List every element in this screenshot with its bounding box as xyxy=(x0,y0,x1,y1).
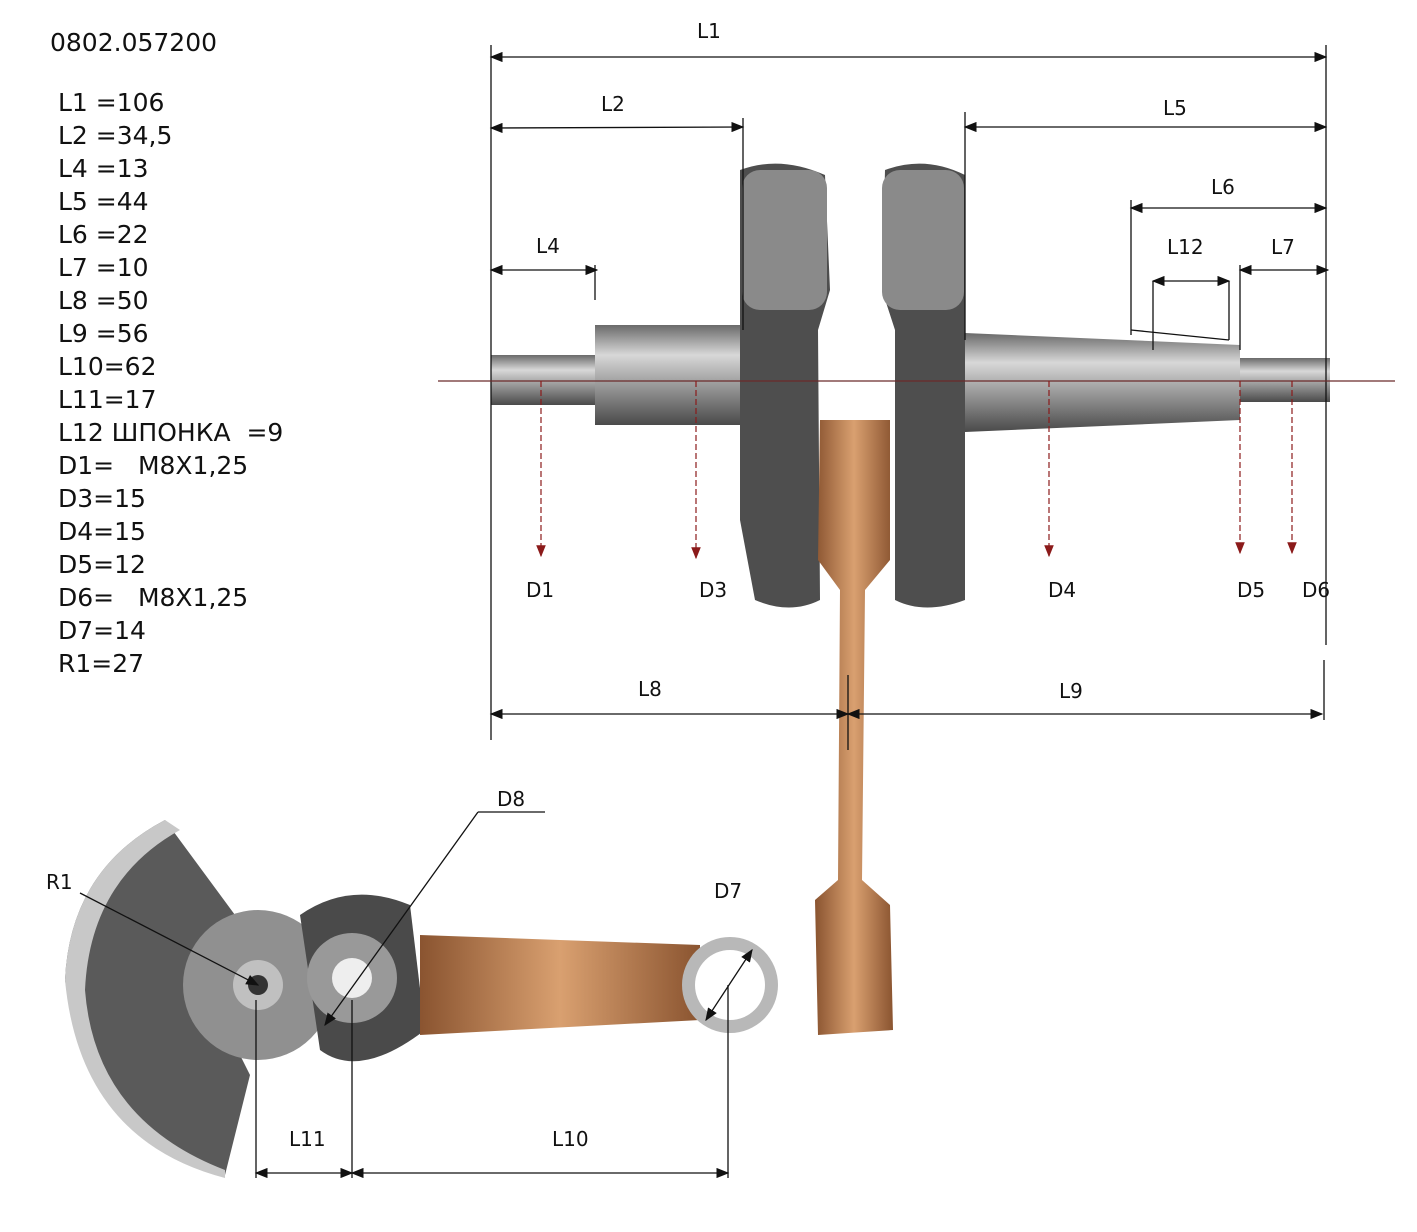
label-D6: D6 xyxy=(1302,578,1330,602)
label-D5: D5 xyxy=(1237,578,1265,602)
spec-item: L2 =34,5 xyxy=(58,121,173,150)
spec-item: L1 =106 xyxy=(58,88,165,117)
spec-item: L11=17 xyxy=(58,385,157,414)
spec-item: L6 =22 xyxy=(58,220,149,249)
label-D4: D4 xyxy=(1048,578,1076,602)
spec-item: L7 =10 xyxy=(58,253,149,282)
spec-item: L8 =50 xyxy=(58,286,149,315)
label-L12: L12 xyxy=(1167,235,1204,259)
spec-item: L9 =56 xyxy=(58,319,149,348)
left-thread xyxy=(491,355,597,405)
spec-item: D4=15 xyxy=(58,517,146,546)
label-L1: L1 xyxy=(697,19,721,43)
crankshaft-side-photo xyxy=(491,163,1330,1035)
label-D8: D8 xyxy=(497,787,525,811)
label-D1: D1 xyxy=(526,578,554,602)
diameter-arrows xyxy=(536,381,1297,560)
label-L4: L4 xyxy=(536,234,560,258)
spec-item: R1=27 xyxy=(58,649,145,678)
spec-item: D1= M8X1,25 xyxy=(58,451,249,480)
label-L10: L10 xyxy=(552,1127,589,1151)
dimension-lines xyxy=(79,45,1395,1179)
spec-item: D3=15 xyxy=(58,484,146,513)
label-L11: L11 xyxy=(289,1127,326,1151)
spec-item: L4 =13 xyxy=(58,154,149,183)
label-R1: R1 xyxy=(46,870,73,894)
right-journal xyxy=(965,333,1240,432)
label-L2: L2 xyxy=(601,92,625,116)
crankshaft-top-photo xyxy=(65,820,778,1178)
spec-item: L12 ШПОНКА =9 xyxy=(58,418,284,447)
label-D7: D7 xyxy=(714,879,742,903)
spec-item: L10=62 xyxy=(58,352,157,381)
spec-item: D5=12 xyxy=(58,550,146,579)
label-L7: L7 xyxy=(1271,235,1295,259)
label-L5: L5 xyxy=(1163,96,1187,120)
dimension-labels: L1 L2 L5 L6 L4 L12 L7 D1 D3 D4 D5 D6 L8 … xyxy=(46,19,1330,1151)
right-thread xyxy=(1240,358,1330,402)
label-L8: L8 xyxy=(638,677,662,701)
spec-item: L5 =44 xyxy=(58,187,149,216)
label-L9: L9 xyxy=(1059,679,1083,703)
spec-item: D7=14 xyxy=(58,616,146,645)
label-L6: L6 xyxy=(1211,175,1235,199)
part-number: 0802.057200 xyxy=(50,28,218,57)
spec-item: D6= M8X1,25 xyxy=(58,583,249,612)
label-D3: D3 xyxy=(699,578,727,602)
connecting-rod xyxy=(815,420,893,1035)
left-journal xyxy=(595,325,745,425)
crankpin-bore xyxy=(332,958,372,998)
rod-top-view xyxy=(420,935,700,1035)
